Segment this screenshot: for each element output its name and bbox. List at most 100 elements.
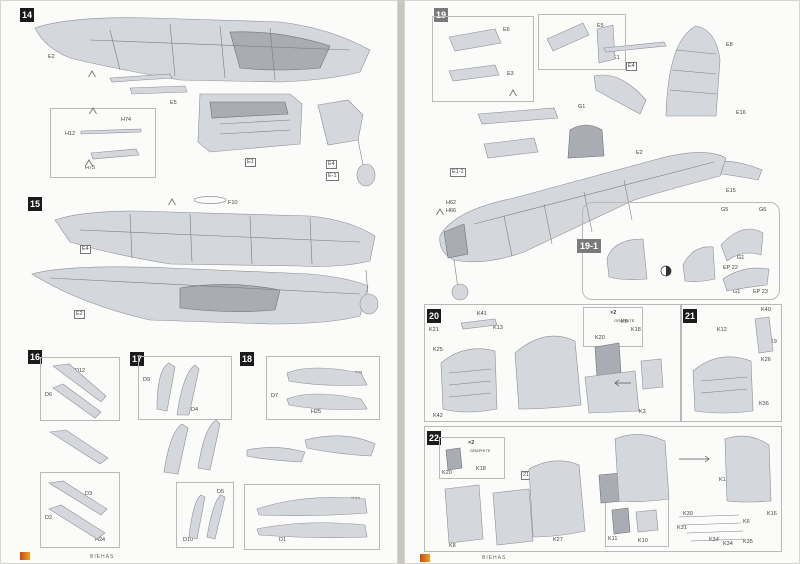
part-label: E3 (507, 71, 514, 77)
part-label: E4 (80, 245, 91, 254)
flap-parts (48, 480, 108, 540)
part-label: E2 (48, 54, 55, 60)
wing-panel-parts (477, 107, 559, 159)
tail-plane-part (593, 74, 647, 115)
part-label: E4 (626, 62, 637, 71)
part-label: E8 (726, 42, 733, 48)
part-label: K12 (717, 327, 727, 333)
step-22-inset: ×2 GRAPHITE K20 K18 (439, 437, 505, 479)
step-22-panel: 22 ×2 GRAPHITE K20 K18 21 K8 K27 ×2 K11 … (424, 426, 782, 552)
part-label: K42 (433, 413, 443, 419)
part-label: E15 (726, 188, 736, 194)
caution-triangle (436, 208, 444, 215)
step-18-panel-bottom: D11 D1 (244, 484, 380, 550)
step-17-panel-bottom: D5 D10 (176, 482, 234, 548)
step-21-panel: 21 K40 K12 K19 K26 K36 (680, 304, 782, 422)
elevator-parts (256, 497, 368, 538)
part-label: E2 (636, 150, 643, 156)
step-19-1-panel: 19-1 G5 G6 G1 EP 22 G1 EP 23 (577, 202, 780, 300)
step-14-number: 14 (20, 8, 34, 22)
part-label: D9 (143, 377, 151, 383)
part-label: K35 (743, 539, 753, 545)
part-label: K8 (449, 543, 456, 549)
part-label: D3 (85, 491, 93, 497)
part-label: K40 (761, 307, 771, 313)
step-18-number: 18 (240, 352, 254, 366)
bulkhead-parts (611, 507, 659, 535)
part-label: K26 (761, 357, 771, 363)
part-label: K1 (719, 477, 726, 483)
part-label: G6 (759, 207, 767, 213)
canopy-ring (193, 196, 227, 204)
quantity-multiplier: ×2 (468, 440, 475, 446)
fuselage-half-left (54, 210, 376, 267)
part-label: K30 (683, 511, 693, 517)
step-15-number: 15 (28, 197, 42, 211)
bomb-bay-door-parts (448, 28, 502, 82)
caution-triangle (168, 198, 176, 205)
part-label: G1 (737, 255, 745, 261)
step-19-number: 19 (434, 8, 448, 22)
quantity-multiplier: ×2 (610, 310, 617, 316)
right-instruction-page: 19 E6 E3 E5 E1 E4 E8 E16 E15 G1 E2 (404, 0, 800, 564)
part-label: E1 (613, 55, 620, 61)
paint-note: GRAPHITE (614, 318, 635, 323)
step-19-subpanel-a: E6 E3 (432, 16, 534, 102)
part-label: E6 (503, 27, 510, 33)
step-14-subpanel: H12 H74 H75 (50, 107, 156, 178)
part-label: K21 (429, 327, 439, 333)
part-label: K20 (595, 335, 605, 341)
part-label: D7 (271, 393, 279, 399)
part-label: H66 (446, 208, 457, 214)
part-label: K11 (608, 536, 618, 542)
part-label: K10 (638, 538, 648, 544)
antenna-part (603, 41, 667, 53)
part-label: E1-1 (450, 168, 466, 177)
turret-part (567, 124, 605, 159)
seat-parts (445, 447, 463, 471)
part-label: D5 (217, 489, 225, 495)
gun-bay-parts (546, 22, 616, 64)
page-footer: BIEHAS (482, 555, 507, 561)
part-label: D10 (183, 537, 194, 543)
caution-triangle (89, 107, 97, 114)
part-label: EP 22 (723, 265, 738, 271)
part-label: EP 23 (753, 289, 768, 295)
step-17-number: 17 (130, 352, 144, 366)
part-label: K27 (553, 537, 563, 543)
part-label: K34 (723, 541, 733, 547)
left-instruction-page: 14 E2 E5 H12 H74 H75 E1 E4 E-1 15 (0, 0, 398, 564)
step-20-number: 20 (427, 309, 441, 323)
part-label: D6 (45, 392, 53, 398)
step-20-panel: 20 K41 K21 K13 K25 K6 K18 K20 K42 K3 ×2 … (424, 304, 682, 422)
part-label: H75 (85, 165, 96, 171)
part-label: E4 (326, 160, 337, 169)
brand-logo (420, 554, 430, 562)
step-16-panel-bottom: D3 D2 H24 (40, 472, 120, 548)
part-label: G5 (721, 207, 729, 213)
tail-wheel (359, 269, 379, 315)
part-label: F10 (228, 200, 238, 206)
fuselage-half-right (31, 266, 369, 325)
part-label: K16 (767, 511, 777, 517)
part-label: K31 (677, 525, 687, 531)
part-label: K18 (631, 327, 641, 333)
step-16-panel-top: D12 D6 (40, 357, 120, 421)
caution-triangle (85, 159, 93, 166)
part-label: K36 (759, 401, 769, 407)
part-label: E5 (597, 23, 604, 29)
part-label: H12 (65, 131, 76, 137)
part-label: K20 (442, 470, 452, 476)
part-label: G1 (578, 104, 586, 110)
part-label: K3 (639, 409, 646, 415)
paint-note: GRAPHITE (470, 448, 491, 453)
part-label: D1 (279, 537, 287, 543)
part-label: D2 (45, 515, 53, 521)
strip-part (129, 85, 188, 95)
cockpit-right-parts (692, 316, 774, 414)
fuselage-half-top (34, 17, 371, 83)
part-label: H24 (95, 537, 106, 543)
part-label: H74 (121, 117, 132, 123)
stabilizer-assembled (246, 435, 376, 463)
part-label: E1 (245, 158, 256, 167)
